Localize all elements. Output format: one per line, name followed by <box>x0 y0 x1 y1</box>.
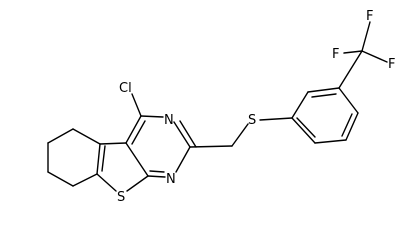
nitrogen-label-upper: N <box>164 113 174 128</box>
cyclohexane-ring <box>47 128 101 187</box>
nitrogen-label-lower: N <box>166 172 176 187</box>
sulfur-label-linker: S <box>248 113 256 128</box>
fluorine-label-right: F <box>388 57 395 72</box>
fluorine-label-left: F <box>332 47 339 62</box>
benzene-ring <box>291 87 359 144</box>
sulfur-label-ring: S <box>117 190 125 205</box>
background <box>0 0 413 226</box>
thioether-linker <box>189 117 293 148</box>
fluorine-label-top: F <box>366 9 373 24</box>
pyrimidine-ring <box>125 115 197 178</box>
trifluoromethyl-group <box>338 21 388 89</box>
structure-drawing: Cl N N S S F F F <box>0 0 413 226</box>
thiophene-ring <box>96 142 149 192</box>
chlorine-label: Cl <box>119 81 132 96</box>
c-cl-bond <box>131 93 142 117</box>
